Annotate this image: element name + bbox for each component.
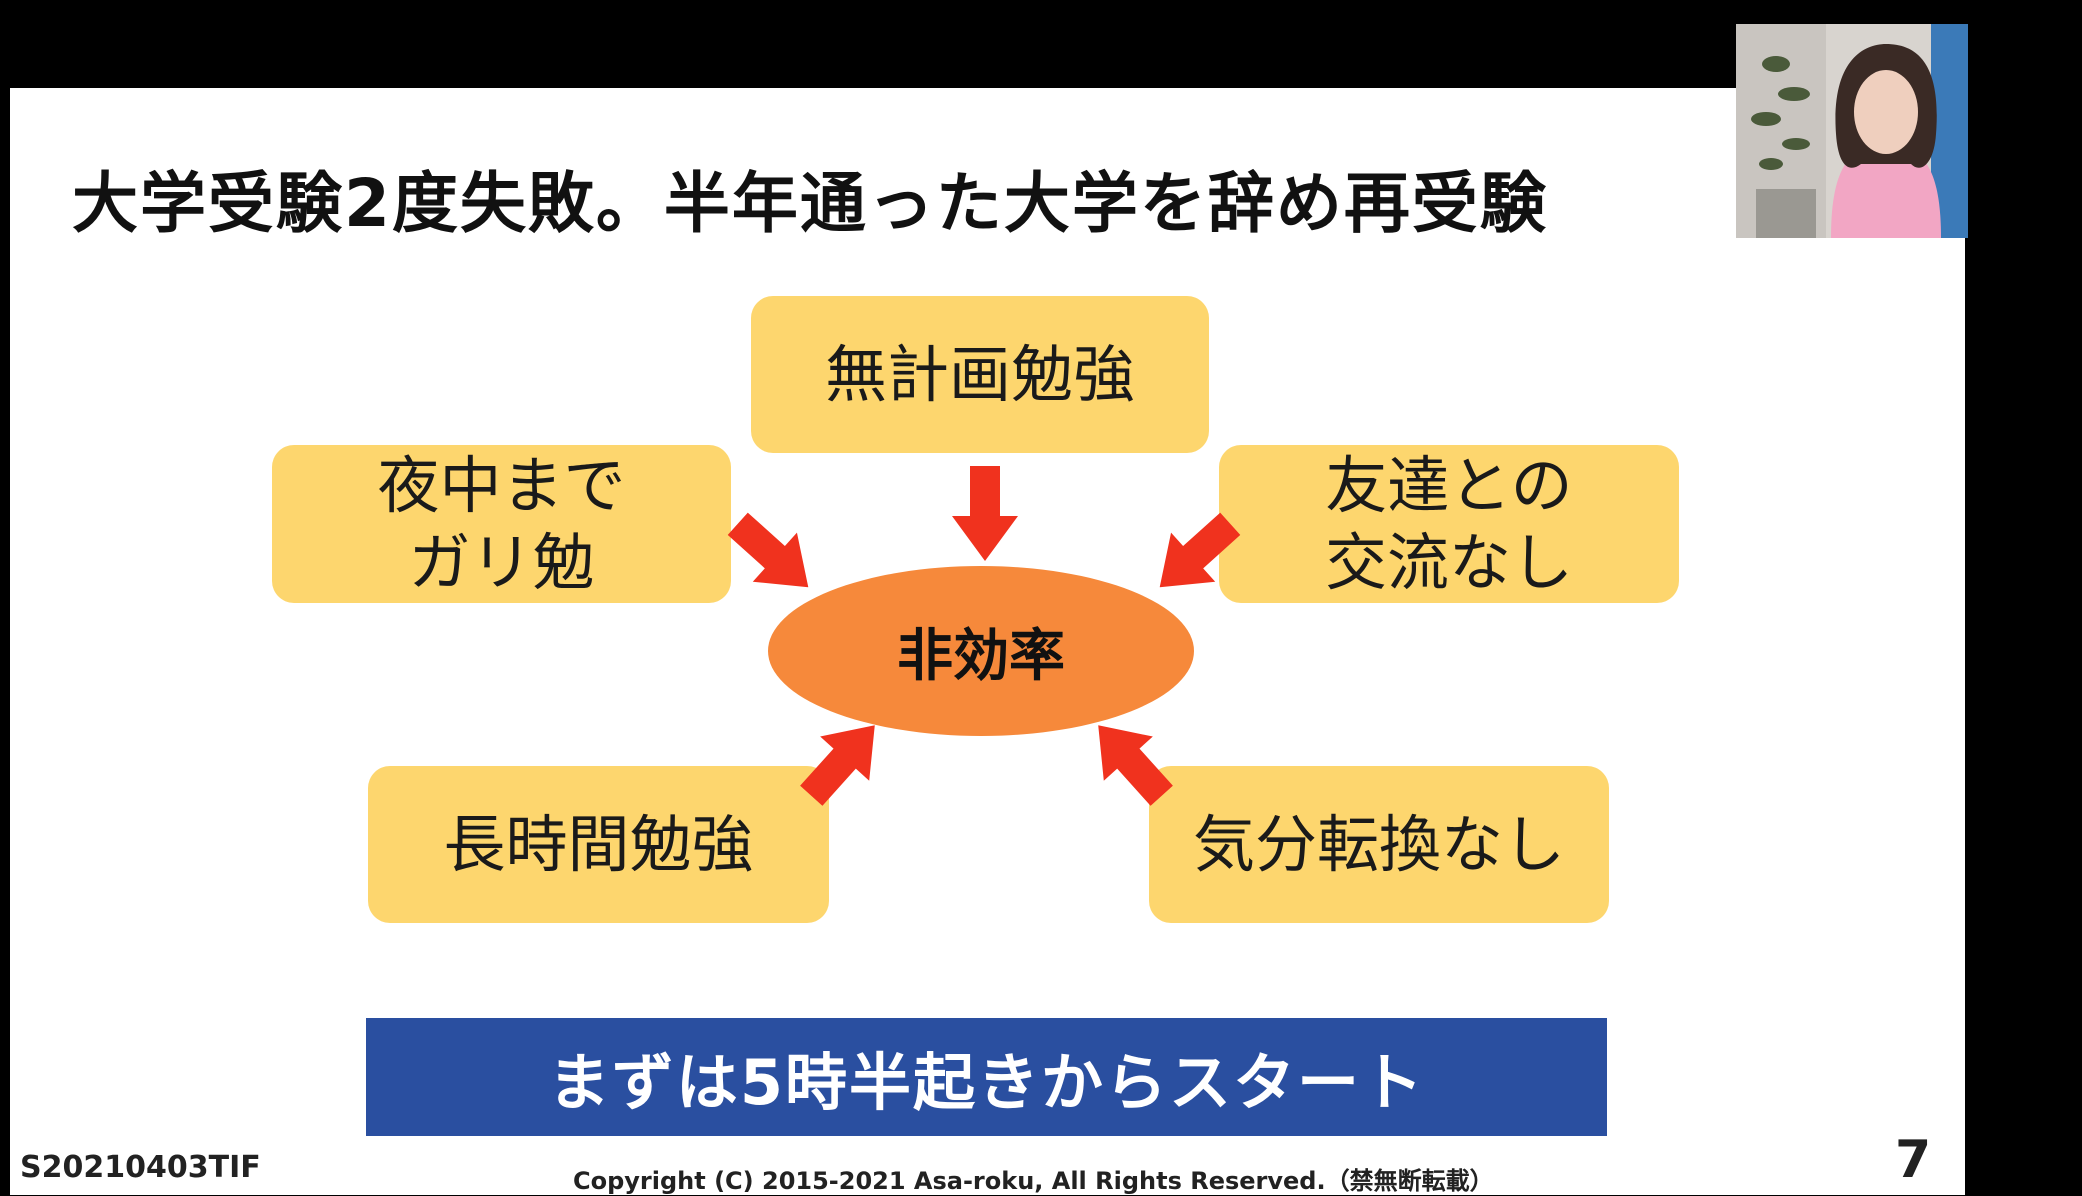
cause-label-bottom-left: 長時間勉強 [443, 807, 754, 881]
arrow-down-left-icon [1159, 512, 1241, 588]
center-label: 非効率 [897, 623, 1065, 689]
center-oval: 非効率 [768, 566, 1194, 736]
cause-label-left-line2: ガリ勉 [408, 526, 595, 599]
cause-box-top: 無計画勉強 [751, 296, 1209, 453]
slide-title: 大学受験2度失敗。半年通った大学を辞め再受験 [72, 165, 1548, 242]
copyright-notice: Copyright (C) 2015-2021 Asa-roku, All Ri… [573, 1167, 1494, 1195]
cause-box-right: 友達との 交流なし [1219, 445, 1679, 603]
cause-label-bottom-right: 気分転換なし [1192, 807, 1565, 881]
page-number: 7 [1895, 1130, 1932, 1190]
cause-label-right: 友達との 交流なし [1325, 447, 1573, 602]
arrow-down-right-icon [727, 512, 809, 588]
cause-label-top: 無計画勉強 [824, 337, 1135, 411]
cause-box-bottom-left: 長時間勉強 [368, 766, 829, 923]
arrow-up-right-icon [800, 725, 875, 806]
action-banner: まずは5時半起きからスタート [366, 1018, 1607, 1136]
arrow-up-left-icon [1098, 725, 1173, 806]
cause-box-bottom-right: 気分転換なし [1149, 766, 1609, 923]
cause-label-left: 夜中まで ガリ勉 [377, 447, 625, 602]
slide-code: S20210403TIF [20, 1150, 261, 1185]
cause-label-left-line1: 夜中まで [377, 448, 626, 522]
cause-box-left: 夜中まで ガリ勉 [272, 445, 731, 603]
banner-text: まずは5時半起きからスタート [547, 1046, 1426, 1119]
arrow-down-icon [952, 466, 1018, 561]
cause-label-right-line2: 交流なし [1324, 526, 1573, 599]
presenter-video-icon [1736, 24, 1968, 238]
participant-video-thumbnail[interactable] [1736, 24, 1968, 238]
cause-label-right-line1: 友達との [1325, 448, 1573, 522]
